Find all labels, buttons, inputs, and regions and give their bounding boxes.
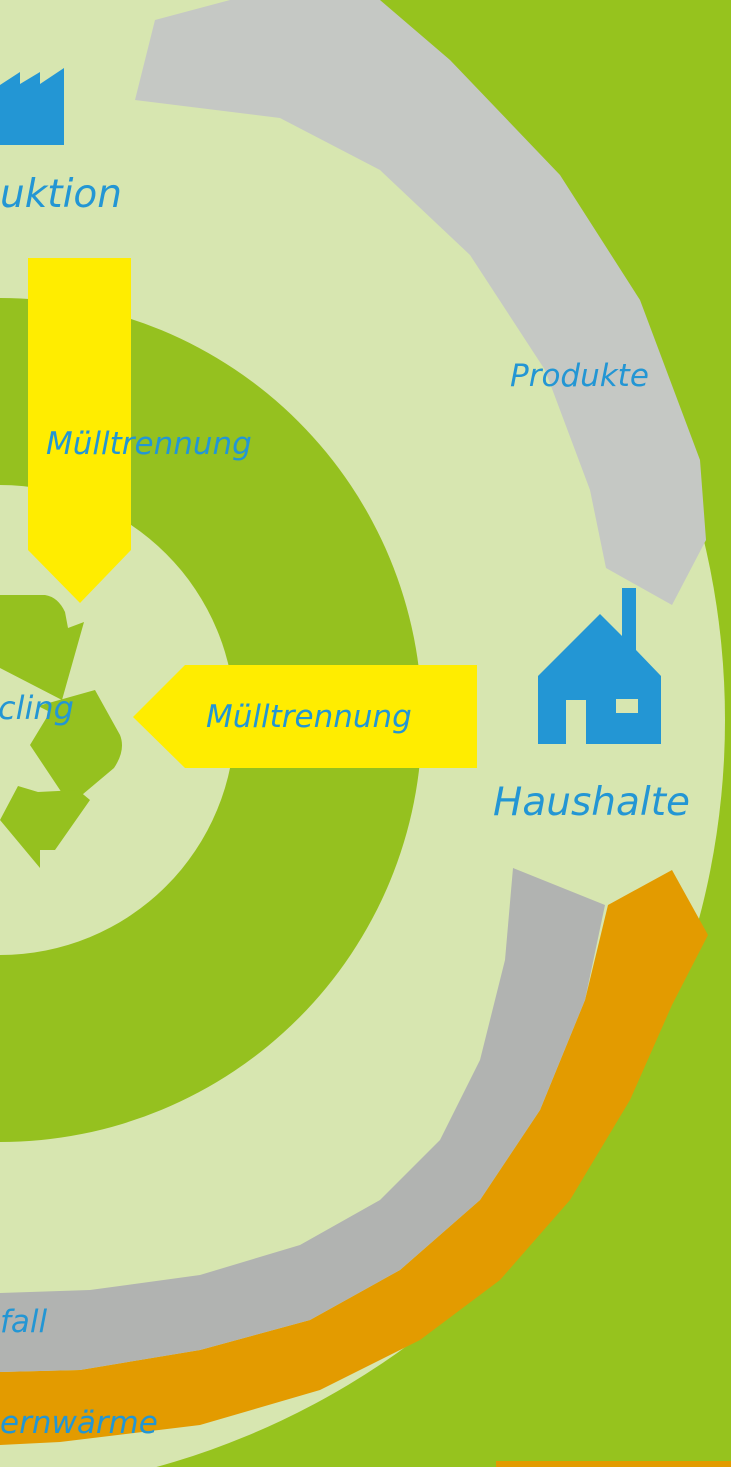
muelltrennung-arrow-left bbox=[133, 665, 477, 768]
label-produktion: uktion bbox=[0, 172, 122, 217]
house-icon bbox=[538, 588, 661, 744]
label-muelltrennung-right: Mülltrennung bbox=[206, 699, 412, 735]
factory-icon bbox=[0, 68, 64, 145]
label-muelltrennung-top: Mülltrennung bbox=[46, 426, 252, 462]
label-produkte: Produkte bbox=[510, 358, 649, 394]
label-haushalte: Haushalte bbox=[493, 780, 690, 825]
label-recycling: cling bbox=[0, 689, 74, 727]
abfall-band bbox=[0, 868, 605, 1372]
fernwaerme-band bbox=[0, 870, 708, 1445]
label-abfall: fall bbox=[0, 1304, 48, 1340]
label-fernwaerme: ernwärme bbox=[0, 1405, 158, 1441]
recycle-icon bbox=[0, 595, 122, 868]
muelltrennung-arrow-down bbox=[28, 258, 131, 603]
produkte-band bbox=[135, 0, 706, 605]
bottom-tab bbox=[496, 1461, 731, 1467]
